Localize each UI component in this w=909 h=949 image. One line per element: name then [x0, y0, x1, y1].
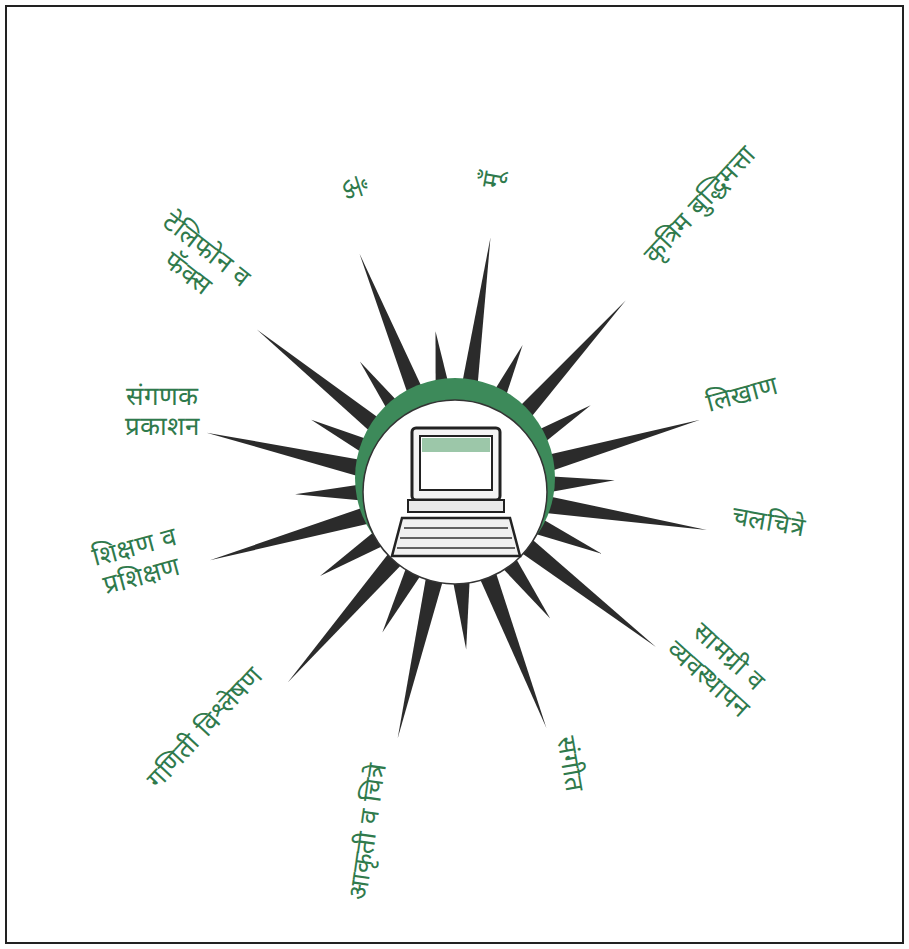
frame: [6, 6, 903, 943]
application-label: शिक्षण व प्रशिक्षण: [58, 514, 218, 611]
application-label: ऊँ: [329, 155, 376, 221]
application-label: चलचित्रे: [696, 495, 839, 549]
application-label: संगणक प्रकाशन: [92, 382, 232, 442]
application-label: मूँ: [472, 148, 512, 212]
application-label: टेलिफोन व फॅक्स: [123, 195, 270, 328]
application-label: लिखाण: [675, 364, 808, 427]
computer-icon: [392, 428, 520, 556]
application-label: गणिती विश्लेषण: [116, 634, 295, 823]
starburst-spikes: [207, 237, 707, 738]
application-label: संगीत: [546, 707, 595, 821]
white-disc: [363, 400, 547, 584]
application-label: सामग्री व व्यवस्थापन: [639, 592, 798, 743]
application-label: आकृती व चित्रे: [337, 716, 399, 948]
application-label: कृत्रिम बुद्धिमत्ता: [594, 92, 807, 317]
